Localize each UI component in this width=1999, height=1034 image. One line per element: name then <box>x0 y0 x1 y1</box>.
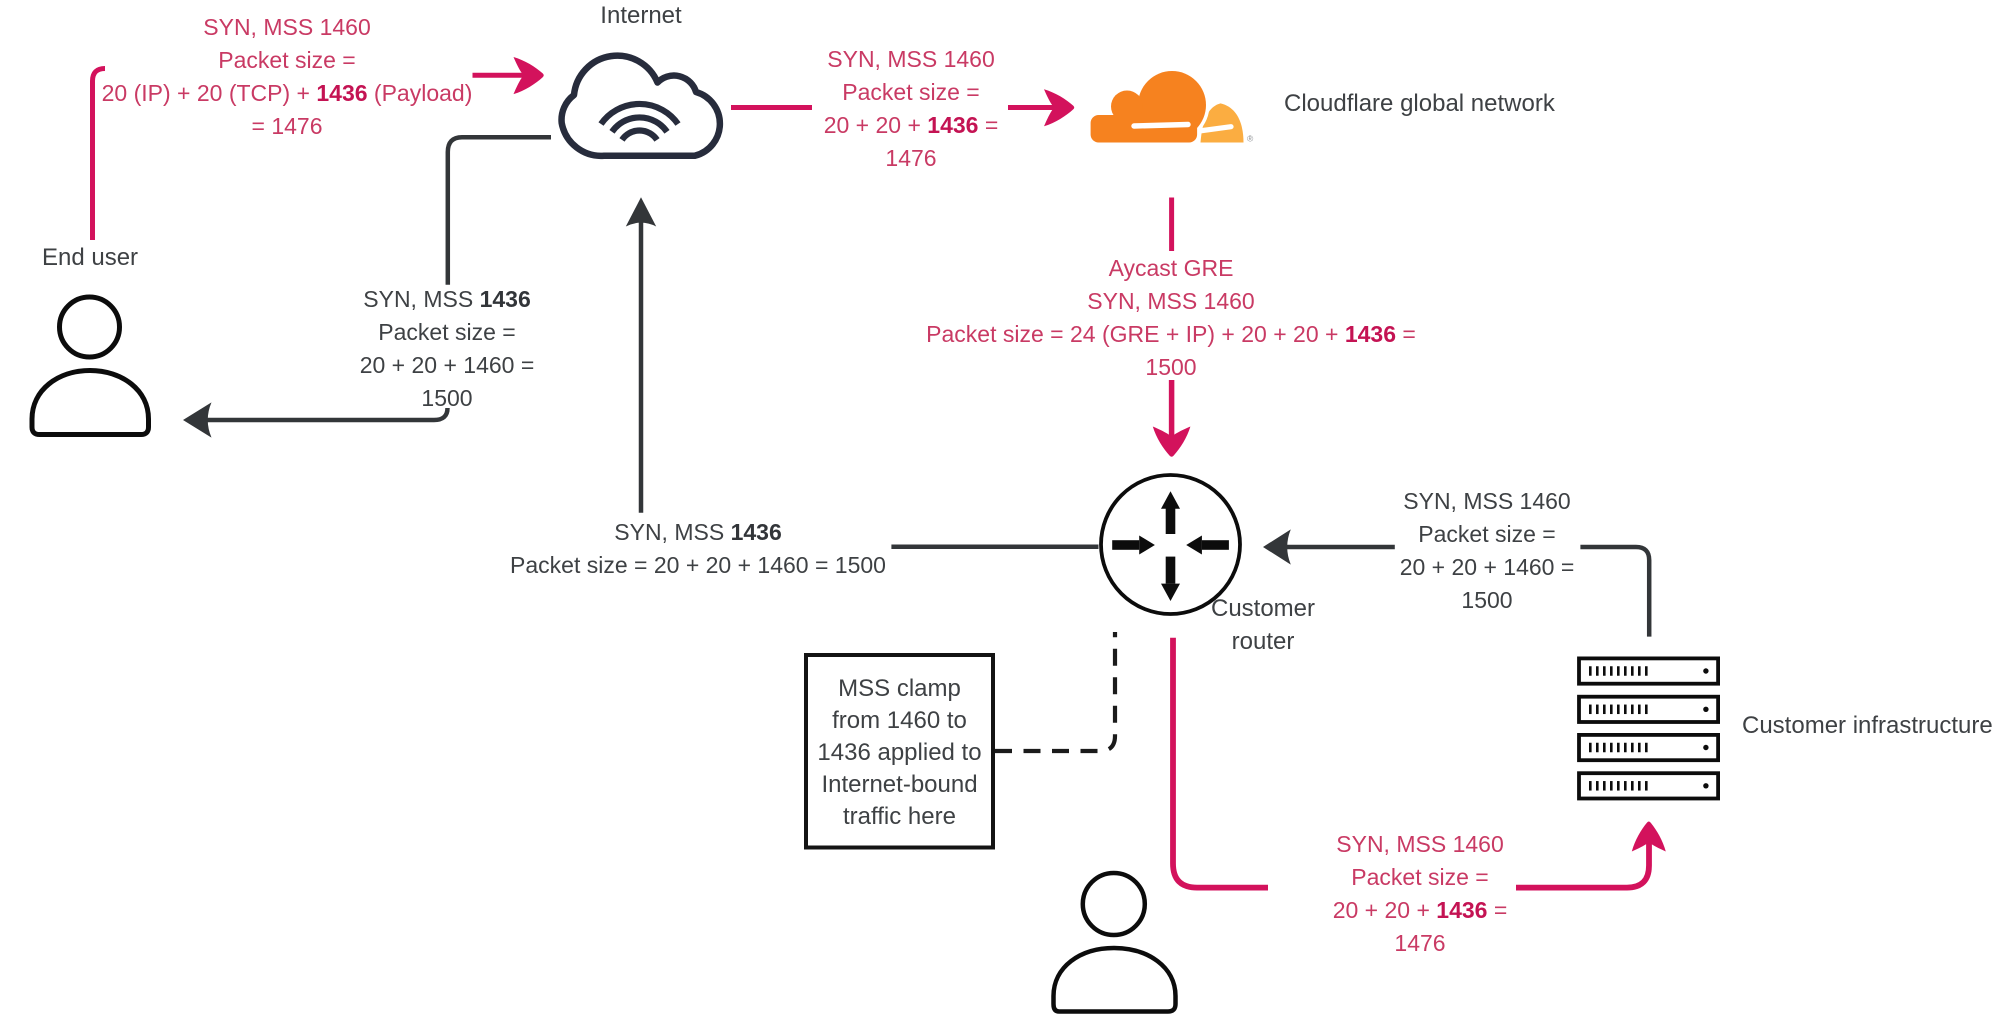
svg-text:®: ® <box>1247 134 1254 144</box>
